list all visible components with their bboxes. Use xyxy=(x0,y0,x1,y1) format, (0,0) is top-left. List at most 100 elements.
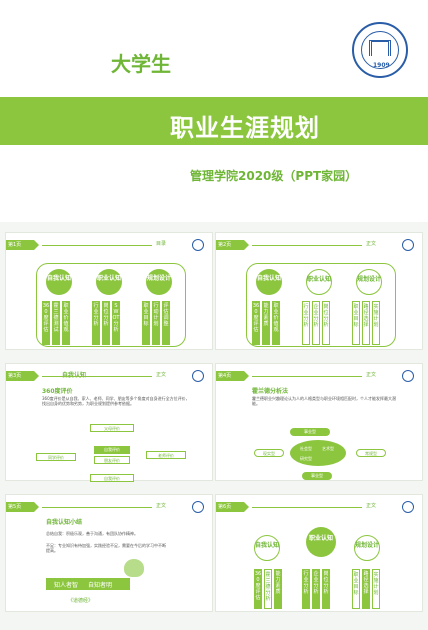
quote-word: 知人者智 xyxy=(54,582,79,589)
divider xyxy=(42,376,152,377)
divider xyxy=(42,507,152,508)
col: 评估调整 xyxy=(162,301,170,345)
col: 霍兰德测试 xyxy=(52,301,60,345)
col: 能力素质 xyxy=(262,301,270,345)
slide-name: 正文 xyxy=(366,241,377,247)
node-self: 自我认知 xyxy=(254,535,280,561)
col: 360度评估 xyxy=(42,301,50,345)
seal-icon xyxy=(402,501,414,513)
col: 实施计划 xyxy=(372,569,380,609)
university-seal-icon: 1909 xyxy=(352,22,408,78)
frame xyxy=(36,263,186,347)
col: 实施计划 xyxy=(372,301,380,345)
seal-icon xyxy=(192,501,204,513)
slide-thumbnail-5[interactable]: 第5页 正文 自我认知小结 总结自我：积极乐观，善于沟通，有团队协作精神。 不足… xyxy=(5,494,213,612)
cover-heading: 大学生 xyxy=(111,52,171,76)
node-plan: 规划设计 xyxy=(354,535,380,561)
type-label: 社会型 xyxy=(300,446,312,451)
col: 职业价值观 xyxy=(272,301,280,345)
holland-ellipse xyxy=(290,440,346,466)
slide-thumbnail-1[interactable]: 第1页 目录 自我认知 职业认知 规划设计 360度评估 霍兰德测试 职业价值观… xyxy=(5,232,213,350)
slide-tag: 第1页 xyxy=(6,240,39,250)
slide-thumbnail-6[interactable]: 第6页 正文 自我认知 职业认知 规划设计 360度评估 霍兰德分析 能力素质 … xyxy=(215,494,423,612)
col: 霍兰德分析 xyxy=(264,569,272,609)
slide-thumbnail-4[interactable]: 第4页 正文 霍兰德分析法 霍兰德职业兴趣理论认为人的人格类型与职业环境相匹配时… xyxy=(215,363,423,481)
quote-bar xyxy=(46,578,130,590)
seal-year: 1909 xyxy=(373,62,390,69)
type-pill: 事业型 xyxy=(302,472,332,480)
body-text: 不足：专业知识有待加强，实践经验不足，需要在今后的学习中不断提高。 xyxy=(46,543,166,553)
body-text: 霍兰德职业兴趣理论认为人的人格类型与职业环境相匹配时，个人才能发挥最大潜能。 xyxy=(252,396,396,406)
node-self: 自我认知 xyxy=(46,269,72,295)
quote-word: 自知者明 xyxy=(88,582,113,589)
type-pill: 现实型 xyxy=(254,449,284,457)
node-career: 职业认知 xyxy=(306,269,332,295)
col: 岗位分析 xyxy=(322,569,330,609)
seal-icon xyxy=(192,370,204,382)
divider xyxy=(42,245,152,246)
node-career: 职业认知 xyxy=(306,527,336,557)
slide-tag: 第3页 xyxy=(6,371,39,381)
seal-building-icon xyxy=(369,40,391,56)
col: 职业目标 xyxy=(352,569,360,609)
col: SWOT分析 xyxy=(112,301,120,345)
eval-box-center: 自我评价 xyxy=(94,446,130,454)
col: 能力素质 xyxy=(274,569,282,609)
eval-box: 父母评价 xyxy=(90,424,134,432)
eval-box: 自我评价 xyxy=(90,474,134,482)
type-pill: 常规型 xyxy=(356,449,386,457)
seal-ring xyxy=(361,31,399,69)
col: 职业目标 xyxy=(352,301,360,345)
slide-tag: 第6页 xyxy=(216,502,249,512)
type-label: 艺术型 xyxy=(322,446,334,451)
col: 360度评估 xyxy=(254,569,262,609)
eval-box: 朋友评价 xyxy=(94,456,130,464)
frame xyxy=(246,263,396,347)
col: 职业价值观 xyxy=(62,301,70,345)
seal-icon xyxy=(402,370,414,382)
type-pill: 事业型 xyxy=(290,428,330,436)
cover-title: 职业生涯规划 xyxy=(170,114,320,142)
slide-name: 正文 xyxy=(156,372,167,378)
cover-subtitle: 管理学院2020级（PPT家园） xyxy=(190,169,358,183)
section-title: 360度评价 xyxy=(42,388,73,395)
section-title: 自我认知小结 xyxy=(46,519,83,526)
type-label: 研究型 xyxy=(300,456,312,461)
seal-icon xyxy=(402,239,414,251)
body-text: 总结自我：积极乐观，善于沟通，有团队协作精神。 xyxy=(46,531,138,536)
col: 路径选择 xyxy=(362,301,370,345)
divider xyxy=(252,507,362,508)
node-plan: 规划设计 xyxy=(146,269,172,295)
slide-name: 正文 xyxy=(156,503,167,509)
col: 职业目标 xyxy=(142,301,150,345)
col: 行业分析 xyxy=(302,301,310,345)
eval-box: 同学评价 xyxy=(36,453,76,461)
lotus-icon xyxy=(124,559,144,577)
col: 行业分析 xyxy=(92,301,100,345)
node-self: 自我认知 xyxy=(256,269,282,295)
section-title: 霍兰德分析法 xyxy=(252,388,289,395)
col: 企业分析 xyxy=(312,569,320,609)
eval-box: 老师评价 xyxy=(146,451,186,459)
col: 360度评估 xyxy=(252,301,260,345)
node-plan: 规划设计 xyxy=(356,269,382,295)
slide-thumbnail-2[interactable]: 第2页 正文 自我认知 职业认知 规划设计 360度评估 能力素质 职业价值观 … xyxy=(215,232,423,350)
col: 行业分析 xyxy=(302,569,310,609)
quote-source: 《道德经》 xyxy=(68,598,94,604)
seal-icon xyxy=(192,239,204,251)
col: 企业分析 xyxy=(312,301,320,345)
divider xyxy=(252,376,362,377)
slide-name: 正文 xyxy=(366,503,377,509)
slide-name: 正文 xyxy=(366,372,377,378)
node-career: 职业认知 xyxy=(96,269,122,295)
col: 岗位分析 xyxy=(102,301,110,345)
body-text: 360度评价是从自我、家人、老师、同学、朋友等多个角度对自身进行全方位评价，找出… xyxy=(42,396,190,406)
col: 路径选择 xyxy=(362,569,370,609)
slide-name: 目录 xyxy=(156,241,167,247)
cover-title-bar xyxy=(0,97,428,145)
slide-tag: 第5页 xyxy=(6,502,39,512)
divider xyxy=(252,245,362,246)
col: 行动计划 xyxy=(152,301,160,345)
slide-title: 自我认知 xyxy=(62,370,86,379)
slide-thumbnail-3[interactable]: 第3页 自我认知 正文 360度评价 360度评价是从自我、家人、老师、同学、朋… xyxy=(5,363,213,482)
